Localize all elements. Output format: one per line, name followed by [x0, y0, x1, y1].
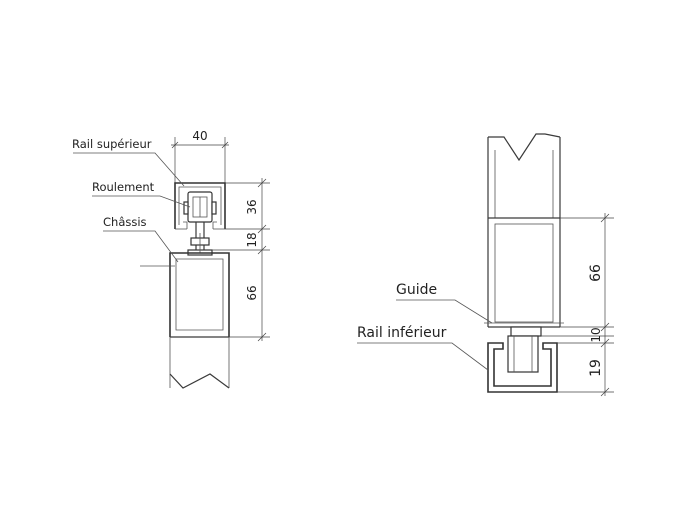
- label-chassis: Châssis: [103, 215, 147, 229]
- right-labels: Guide Rail inférieur: [357, 282, 493, 371]
- dim-rail-height-label: 36: [245, 199, 259, 214]
- left-vertical-dims: 36 18 66: [212, 178, 270, 342]
- door-panel: [484, 133, 564, 328]
- dim-frame-height-label-right: 66: [588, 264, 604, 282]
- dim-gap-label: 18: [245, 232, 259, 247]
- right-vertical-dims: 66 10 19: [541, 213, 614, 397]
- left-assembly: 40: [72, 129, 270, 389]
- dim-width-40: 40: [171, 129, 229, 183]
- right-assembly: Guide Rail inférieur 66 10 19: [357, 133, 614, 397]
- upper-rail: [174, 182, 226, 230]
- roller-bearing: [183, 191, 217, 223]
- dim-frame-height-label: 66: [245, 285, 259, 300]
- label-roulement: Roulement: [92, 180, 155, 194]
- door-frame: [169, 252, 230, 389]
- dim-width-label: 40: [192, 129, 207, 143]
- guide-block: [507, 326, 542, 373]
- label-guide: Guide: [396, 282, 437, 298]
- hanger-stem: [187, 222, 213, 256]
- label-rail-superieur: Rail supérieur: [72, 137, 152, 151]
- dim-gap-label-right: 10: [589, 327, 603, 342]
- dim-rail-height-label-right: 19: [588, 359, 604, 377]
- label-rail-inferieur: Rail inférieur: [357, 325, 447, 341]
- left-labels: Rail supérieur Roulement Châssis: [72, 137, 191, 267]
